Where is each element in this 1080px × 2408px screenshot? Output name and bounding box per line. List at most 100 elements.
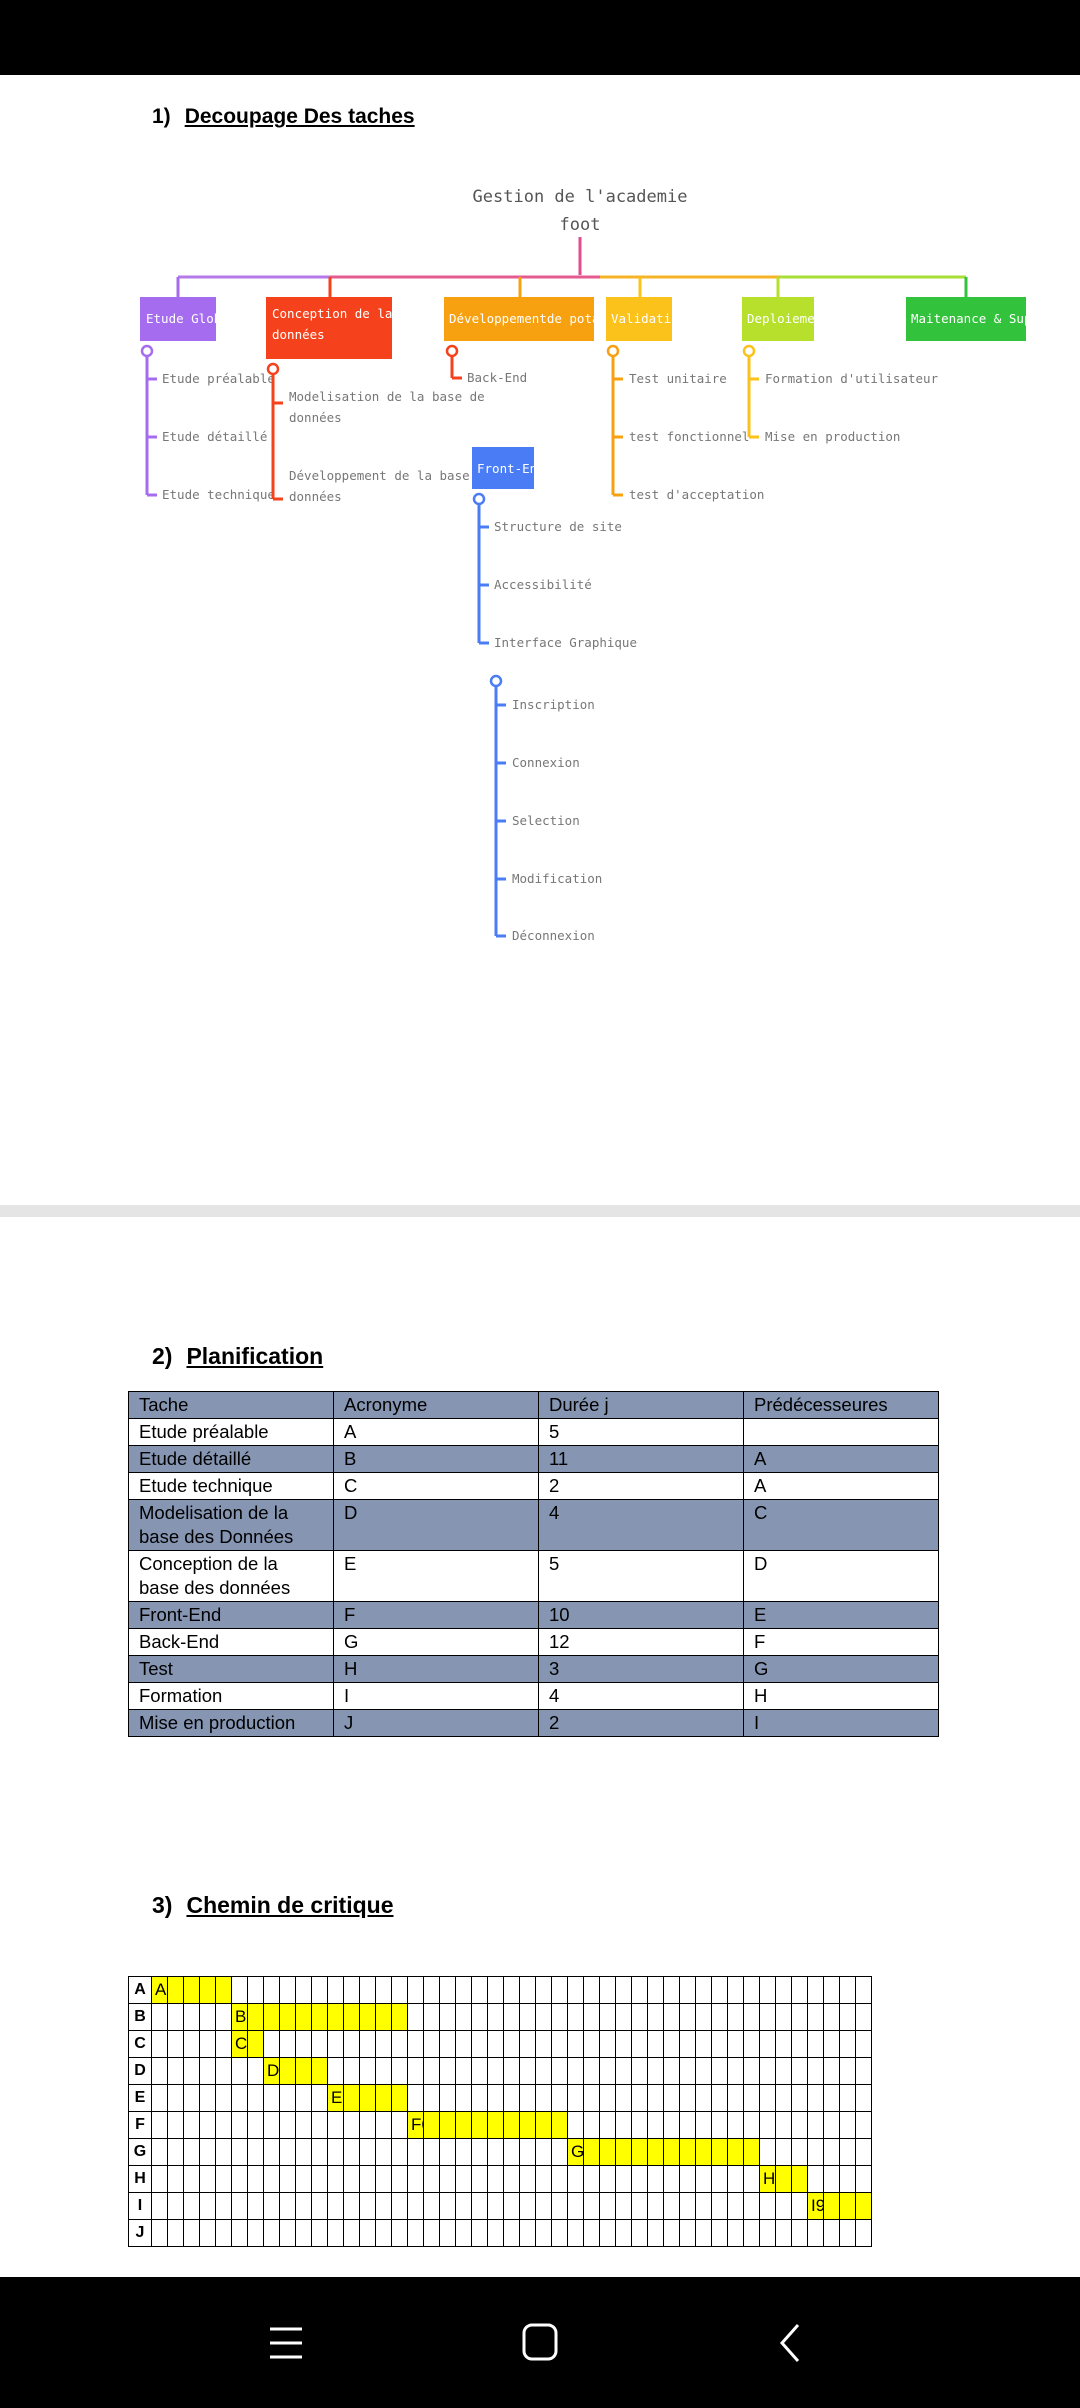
- grid-cell: [855, 1976, 872, 2004]
- grid-cell: [391, 2003, 408, 2031]
- wbs-item: Etude technique: [162, 487, 275, 502]
- grid-cell: [679, 2219, 696, 2247]
- grid-cell: [551, 2003, 568, 2031]
- table-cell: G: [333, 1628, 539, 1656]
- grid-cell: [311, 2084, 328, 2112]
- grid-cell: [727, 2165, 744, 2193]
- grid-cell: [183, 2111, 200, 2139]
- section-number: 2): [152, 1343, 173, 1369]
- grid-cell: [391, 2138, 408, 2166]
- wbs-branch-etude-global: Etude Global: [146, 311, 236, 326]
- grid-cell: [487, 2030, 504, 2058]
- section-title: Decoupage Des taches: [184, 105, 415, 128]
- grid-cell: [679, 2030, 696, 2058]
- section-number: 3): [152, 1892, 173, 1918]
- grid-cell: [215, 2111, 232, 2139]
- grid-cell: [583, 2084, 600, 2112]
- grid-cell: [455, 2138, 472, 2166]
- grid-cell: [519, 2165, 536, 2193]
- grid-cell: [567, 1976, 584, 2004]
- grid-cell: [231, 2138, 248, 2166]
- grid-cell: [327, 2192, 344, 2220]
- grid-cell: [759, 2219, 776, 2247]
- grid-cell: [711, 2030, 728, 2058]
- grid-cell: [615, 2057, 632, 2085]
- grid-cell: [263, 1976, 280, 2004]
- home-button[interactable]: [510, 2317, 570, 2369]
- table-cell: Prédécesseures: [743, 1391, 939, 1419]
- grid-cell: [471, 2138, 488, 2166]
- grid-cell: [151, 2084, 168, 2112]
- grid-cell: [807, 2165, 824, 2193]
- grid-cell: [199, 2192, 216, 2220]
- grid-cell: [503, 2084, 520, 2112]
- grid-cell: [631, 2084, 648, 2112]
- grid-cell: [231, 2165, 248, 2193]
- wbs-branch-maintenance: Maitenance & Support: [911, 311, 1062, 326]
- table-cell: Modelisation de la base des Données: [128, 1499, 334, 1551]
- table-cell: 2: [538, 1472, 744, 1500]
- grid-cell: [663, 2111, 680, 2139]
- grid-cell: [407, 2030, 424, 2058]
- grid-cell: [183, 2030, 200, 2058]
- grid-cell: [711, 2219, 728, 2247]
- grid-cell: [631, 2192, 648, 2220]
- table-cell: Mise en production: [128, 1709, 334, 1737]
- section-number: 1): [152, 105, 171, 128]
- grid-cell: [295, 2003, 312, 2031]
- grid-cell: [279, 2219, 296, 2247]
- table-cell: I: [743, 1709, 939, 1737]
- grid-cell: [183, 2192, 200, 2220]
- grid-cell: A1: [151, 1976, 176, 2004]
- grid-cell: [359, 2030, 376, 2058]
- grid-cell: [535, 2084, 552, 2112]
- home-icon: [522, 2323, 558, 2361]
- table-cell: H: [743, 1682, 939, 1710]
- grid-cell: [807, 2219, 824, 2247]
- grid-cell: [343, 2084, 360, 2112]
- grid-cell: [775, 2192, 792, 2220]
- grid-cell: [583, 2057, 600, 2085]
- back-button[interactable]: [762, 2317, 822, 2369]
- grid-cell: [823, 2111, 840, 2139]
- grid-cell: [599, 2057, 616, 2085]
- grid-cell: [423, 2057, 440, 2085]
- grid-cell: [487, 1976, 504, 2004]
- grid-cell: [151, 2057, 168, 2085]
- grid-cell: [823, 2165, 840, 2193]
- wbs-item: Etude préalable: [162, 371, 275, 386]
- grid-cell: [647, 2138, 664, 2166]
- grid-cell: [615, 2138, 632, 2166]
- grid-cell: [295, 2192, 312, 2220]
- grid-cell: [631, 2219, 648, 2247]
- grid-cell: [311, 2030, 328, 2058]
- grid-cell: [583, 1976, 600, 2004]
- table-cell: 5: [538, 1418, 744, 1446]
- table-cell: E: [743, 1601, 939, 1629]
- grid-row-label: I: [128, 2192, 152, 2220]
- grid-cell: [599, 1976, 616, 2004]
- grid-cell: [839, 2057, 856, 2085]
- grid-cell: [343, 2192, 360, 2220]
- grid-cell: [631, 1976, 648, 2004]
- section-title: Planification: [186, 1343, 324, 1369]
- grid-cell: [583, 2138, 600, 2166]
- grid-cell: [823, 2219, 840, 2247]
- grid-cell: [311, 2138, 328, 2166]
- recent-apps-button[interactable]: [256, 2317, 316, 2369]
- grid-cell: [455, 2165, 472, 2193]
- grid-cell: [647, 2111, 664, 2139]
- grid-cell: H8: [759, 2165, 785, 2193]
- grid-cell: [423, 2084, 440, 2112]
- grid-cell: [583, 2111, 600, 2139]
- grid-cell: [407, 2192, 424, 2220]
- grid-row-label: J: [128, 2219, 152, 2247]
- table-cell: [743, 1418, 939, 1446]
- grid-cell: [247, 2138, 264, 2166]
- grid-cell: [423, 2165, 440, 2193]
- grid-cell: [423, 2111, 440, 2139]
- grid-cell: [423, 2003, 440, 2031]
